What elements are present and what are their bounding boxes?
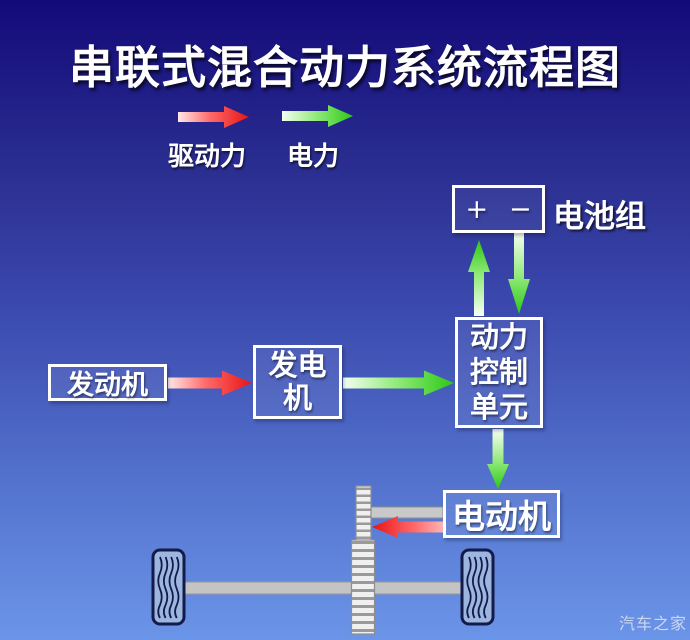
battery-label: 电池组 — [553, 199, 646, 235]
watermark: 汽车之家 — [618, 614, 687, 633]
power-control-unit-box: 动力 控制 单元 — [455, 317, 543, 428]
page-title: 串联式混合动力系统流程图 — [68, 41, 621, 94]
legend-drive-arrow-icon — [178, 106, 249, 128]
generator-box: 发电 机 — [253, 345, 342, 419]
large-gear-icon — [350, 539, 376, 635]
pcu-label-line3: 单元 — [469, 390, 528, 424]
arrow-generator-to-pcu — [343, 370, 454, 396]
motor-shaft — [368, 506, 444, 519]
small-gear-icon — [355, 485, 372, 545]
motor-label: 电动机 — [452, 497, 551, 536]
axle-shaft — [181, 581, 465, 595]
battery-minus-terminal: − — [508, 193, 532, 225]
generator-label-line1: 发电 — [268, 348, 327, 382]
arrow-pcu-to-motor — [487, 429, 509, 489]
right-wheel-icon — [460, 548, 495, 626]
arrow-motor-to-gear — [372, 516, 443, 538]
engine-label: 发动机 — [67, 370, 148, 401]
legend-power-label: 电力 — [286, 142, 339, 172]
battery-plus-terminal: + — [465, 193, 489, 225]
engine-box: 发动机 — [48, 364, 167, 401]
left-wheel-icon — [151, 548, 186, 626]
legend-power-arrow-icon — [282, 105, 353, 127]
generator-label-line2: 机 — [282, 381, 312, 415]
arrow-engine-to-generator — [168, 370, 252, 396]
legend-drive-label: 驱动力 — [167, 142, 246, 172]
arrow-pcu-to-battery — [468, 240, 490, 316]
arrow-battery-to-pcu — [508, 232, 530, 314]
pcu-label-line2: 控制 — [469, 355, 528, 389]
motor-box: 电动机 — [443, 490, 560, 538]
battery-box: + − — [452, 185, 545, 233]
pcu-label-line1: 动力 — [469, 320, 528, 354]
